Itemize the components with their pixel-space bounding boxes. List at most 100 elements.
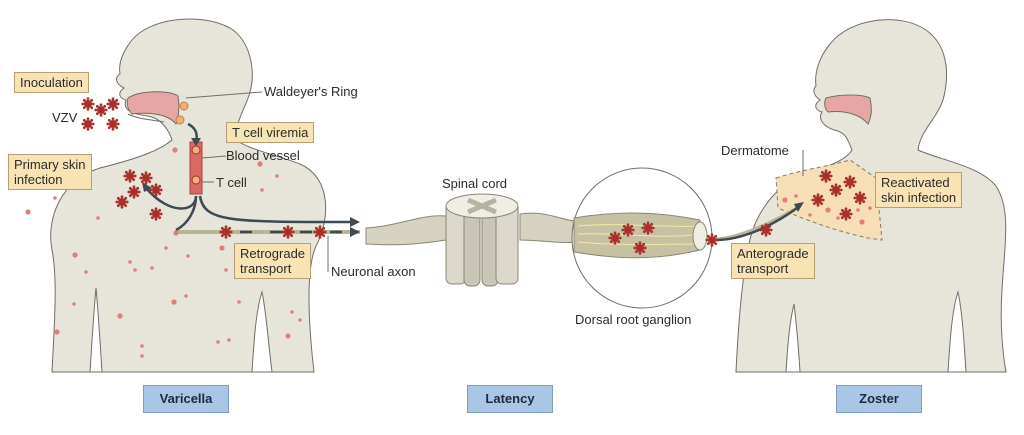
- stage-label-latency: Latency: [467, 385, 553, 413]
- vzv-label: VZV: [52, 110, 78, 125]
- rash-dot: [140, 354, 144, 358]
- rash-dot: [96, 216, 100, 220]
- rash-dot: [219, 245, 225, 251]
- dorsal-root-ganglion-label: Dorsal root ganglion: [575, 312, 692, 327]
- virus-particle: [123, 169, 137, 183]
- waldeyers-ring-label: Waldeyer's Ring: [264, 84, 358, 99]
- retrograde-line2: transport: [240, 261, 292, 276]
- rash-dot: [25, 209, 31, 215]
- rash-dot: [172, 147, 178, 153]
- arrow-vessel-to-neuron: [198, 195, 351, 224]
- latency-anatomy: [365, 167, 713, 309]
- rash-dot: [150, 266, 154, 270]
- arrow-anterograde: [715, 204, 801, 242]
- t-cell: [191, 175, 201, 185]
- rash-dot: [173, 230, 179, 236]
- rash-dot: [54, 329, 60, 335]
- virus-particle: [281, 225, 295, 239]
- spinal-cord-label: Spinal cord: [442, 176, 508, 191]
- rash-dot: [257, 161, 263, 167]
- zoster-right-arm-gap: [947, 290, 967, 373]
- rash-dot: [224, 268, 228, 272]
- primary-skin-infection-line1: Primary skin: [14, 157, 86, 172]
- rash-dot: [171, 299, 177, 305]
- rash-dot: [72, 302, 76, 306]
- stage-label-varicella: Varicella: [143, 385, 229, 413]
- rash-dot: [859, 219, 865, 225]
- virus-particle: [81, 117, 95, 131]
- virus-particle: [81, 97, 95, 111]
- rash-dot: [794, 194, 798, 198]
- neuronal-axon-label: Neuronal axon: [331, 264, 416, 279]
- varicella-right-arm-gap: [251, 290, 273, 373]
- rash-dot: [117, 313, 123, 319]
- rash-dot: [140, 344, 144, 348]
- varicella-mouth: [126, 91, 180, 126]
- t-cell-label: T cell: [216, 175, 247, 190]
- blood-vessel-label: Blood vessel: [226, 148, 300, 163]
- virus-particle: [127, 185, 141, 199]
- rash-dot: [825, 207, 831, 213]
- rash-dot: [285, 333, 291, 339]
- virus-particle: [608, 231, 622, 245]
- retrograde-transport-callout: Retrograde transport: [234, 243, 312, 279]
- rash-dot: [260, 188, 264, 192]
- reactivated-skin-infection-callout: Reactivated skin infection: [875, 172, 963, 208]
- virus-particle: [759, 223, 773, 237]
- rash-dot: [836, 216, 840, 220]
- rash-dot: [868, 206, 872, 210]
- rash-dot: [72, 252, 78, 258]
- waldeyers-ring-node: [175, 115, 185, 125]
- zoster-left-arm-gap: [785, 303, 801, 373]
- rash-dot: [856, 208, 860, 212]
- virus-particle: [149, 207, 163, 221]
- arrowhead: [142, 182, 152, 192]
- varicella-figure: [50, 18, 360, 373]
- virus-particle: [149, 183, 163, 197]
- arrowheads: [142, 138, 804, 237]
- arrowhead: [191, 138, 201, 146]
- virus-particle: [115, 195, 129, 209]
- primary-skin-infection-callout: Primary skin infection: [8, 154, 92, 190]
- zoster-mouth: [824, 94, 872, 125]
- virus-particle: [829, 183, 843, 197]
- anterograde-transport-callout: Anterograde transport: [731, 243, 815, 279]
- arrowhead: [350, 227, 360, 237]
- virus-particle: [219, 225, 233, 239]
- rash-dot: [808, 213, 812, 217]
- reactivated-line1: Reactivated: [881, 175, 950, 190]
- arrow-vessel-to-axon: [175, 195, 198, 232]
- leader-blood-vessel: [201, 155, 227, 159]
- rash-dot: [216, 340, 220, 344]
- nerve-root-right: [519, 212, 581, 244]
- rash-dot: [275, 174, 279, 178]
- varicella-left-arm-gap: [89, 287, 103, 373]
- rash-dot: [164, 246, 168, 250]
- varicella-tongue-line: [127, 113, 165, 123]
- rash-dot: [298, 318, 302, 322]
- virus-particle: [705, 233, 719, 247]
- arrows: [145, 122, 801, 242]
- anterograde-line1: Anterograde: [737, 246, 809, 261]
- rash-dot: [133, 268, 137, 272]
- arrowhead: [350, 217, 360, 227]
- spinal-cord: [445, 193, 519, 287]
- rash-dot: [186, 254, 190, 258]
- rash-dot: [290, 310, 294, 314]
- dermatome-label: Dermatome: [721, 143, 789, 158]
- virus-particle: [641, 221, 655, 235]
- varicella-body: [50, 18, 327, 373]
- virus-particle: [94, 103, 108, 117]
- nerve-root-left: [365, 215, 447, 246]
- arrowhead: [794, 202, 804, 212]
- virus-particle: [106, 97, 120, 111]
- dermatome-region: [775, 159, 883, 241]
- rash-dot: [184, 294, 188, 298]
- t-cell: [191, 145, 201, 155]
- virus-particle: [633, 241, 647, 255]
- rash-dot: [128, 260, 132, 264]
- virus-particle: [313, 225, 327, 239]
- rash-dot: [53, 196, 57, 200]
- stage-label-zoster: Zoster: [836, 385, 922, 413]
